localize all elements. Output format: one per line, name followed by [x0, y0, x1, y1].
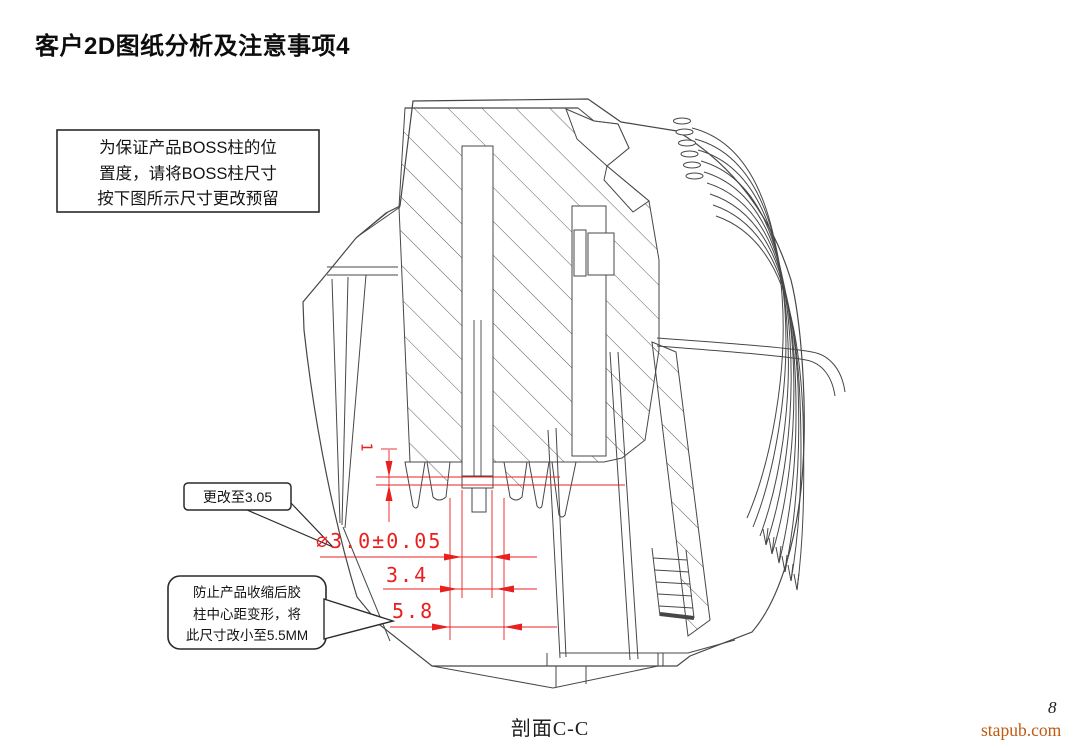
callout-shrink-line: 此尺寸改小至5.5MM	[185, 628, 309, 644]
callout-change-frame	[183, 482, 334, 548]
base-lines	[431, 639, 736, 689]
callout-shrink-line: 柱中心距变形，将	[193, 606, 301, 622]
note-box-line: 按下图所示尺寸更改预留	[97, 190, 279, 209]
left-wall-lines	[327, 206, 401, 642]
rib-lines	[691, 127, 805, 591]
callout-shrink-label: 防止产品收缩后胶 柱中心距变形，将 此尺寸改小至5.5MM	[168, 582, 326, 647]
note-box-line: 置度，请将BOSS柱尺寸	[99, 164, 277, 183]
note-box-line: 为保证产品BOSS柱的位	[99, 139, 277, 157]
page-title: 客户2D图纸分析及注意事项4	[35, 33, 351, 60]
section-view-label: 剖面C-C	[510, 718, 590, 740]
cavity-lines	[547, 351, 639, 661]
collar-lines	[656, 337, 846, 397]
center-stem-slot	[461, 145, 494, 477]
watermark: stapub.com	[981, 720, 1062, 740]
callout-shrink-line: 防止产品收缩后胶	[193, 585, 301, 600]
dimension-boss-diameter: ∅3.0±0.05	[316, 529, 443, 553]
dimension-pitch-small: 3.4	[386, 563, 429, 587]
hatched-wall-band	[651, 341, 711, 637]
callout-shrink-frame	[167, 575, 396, 650]
dimension-step-height: 1	[357, 442, 376, 452]
dimension-pitch-large: 5.8	[392, 599, 435, 623]
rib-tip-ovals	[673, 117, 704, 180]
page-number: 8	[1048, 698, 1057, 717]
note-box: 为保证产品BOSS柱的位 置度，请将BOSS柱尺寸 按下图所示尺寸更改预留	[57, 136, 319, 213]
thread-ladder	[651, 547, 695, 620]
red-dimensions	[320, 448, 625, 640]
fold-flap	[565, 108, 630, 167]
callout-change-label: 更改至3.05	[202, 488, 273, 505]
note-box-frame	[56, 129, 320, 213]
hatched-body-section	[398, 107, 660, 463]
